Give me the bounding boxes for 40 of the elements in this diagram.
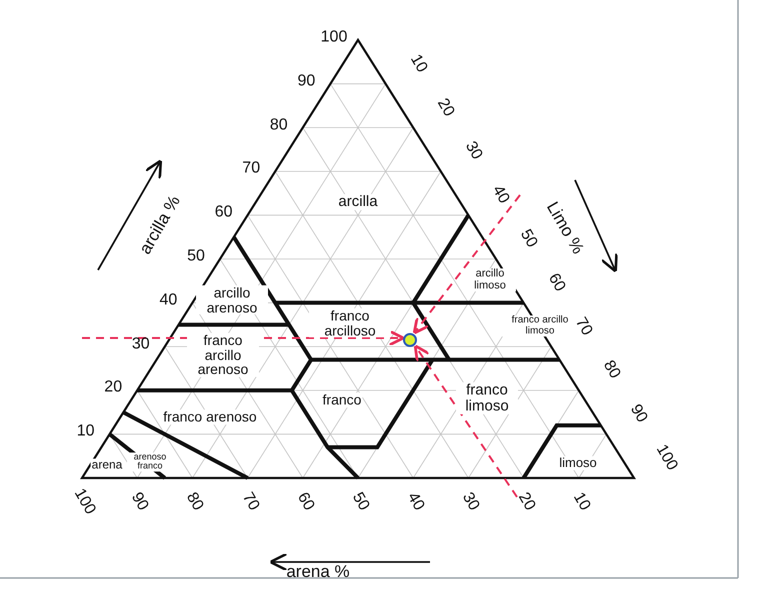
tick-label: 20 [104,380,122,397]
tick-label: 70 [238,490,262,514]
tick-label: 100 [70,486,98,518]
region-label: franco arcillo arenoso [187,332,259,378]
tick-label: 100 [652,442,680,474]
tick-label: 10 [76,424,94,441]
tick-label: 40 [160,292,178,310]
region-label: arena [90,458,124,472]
tick-label: 40 [488,183,512,208]
tick-label: 80 [599,358,623,382]
region-label: franco limoso [456,382,518,414]
tick-label: 10 [406,52,430,76]
tick-label: 80 [270,117,288,134]
region-label: franco [322,392,362,408]
region-label: limoso [558,456,598,470]
axis-title: arena % [286,563,350,581]
tick-label: 90 [298,73,316,90]
region-label: franco arenoso [162,410,258,424]
tick-label: 20 [433,96,457,120]
tick-label: 50 [516,227,540,251]
tick-label: 30 [461,139,485,164]
tick-label: 80 [182,490,206,514]
tick-label: 30 [132,336,150,353]
tick-label: 30 [458,490,482,514]
tick-label: 20 [514,490,538,514]
region-label: franco arcilloso [309,308,391,338]
tick-label: 10 [569,490,593,514]
tick-label: 60 [544,270,568,295]
region-label: arcillo limoso [464,268,516,292]
tick-label: 60 [214,204,232,222]
tick-label: 100 [320,30,348,46]
tick-label: 50 [187,248,205,266]
tick-label: 70 [242,161,260,178]
tick-label: 50 [348,490,372,514]
region-label: arcillo arenoso [196,285,268,315]
tick-label: 90 [626,402,650,426]
region-label: arcilla [337,194,379,210]
tick-label: 60 [293,490,317,514]
tick-label: 90 [127,490,151,514]
tick-label: 40 [403,490,427,514]
